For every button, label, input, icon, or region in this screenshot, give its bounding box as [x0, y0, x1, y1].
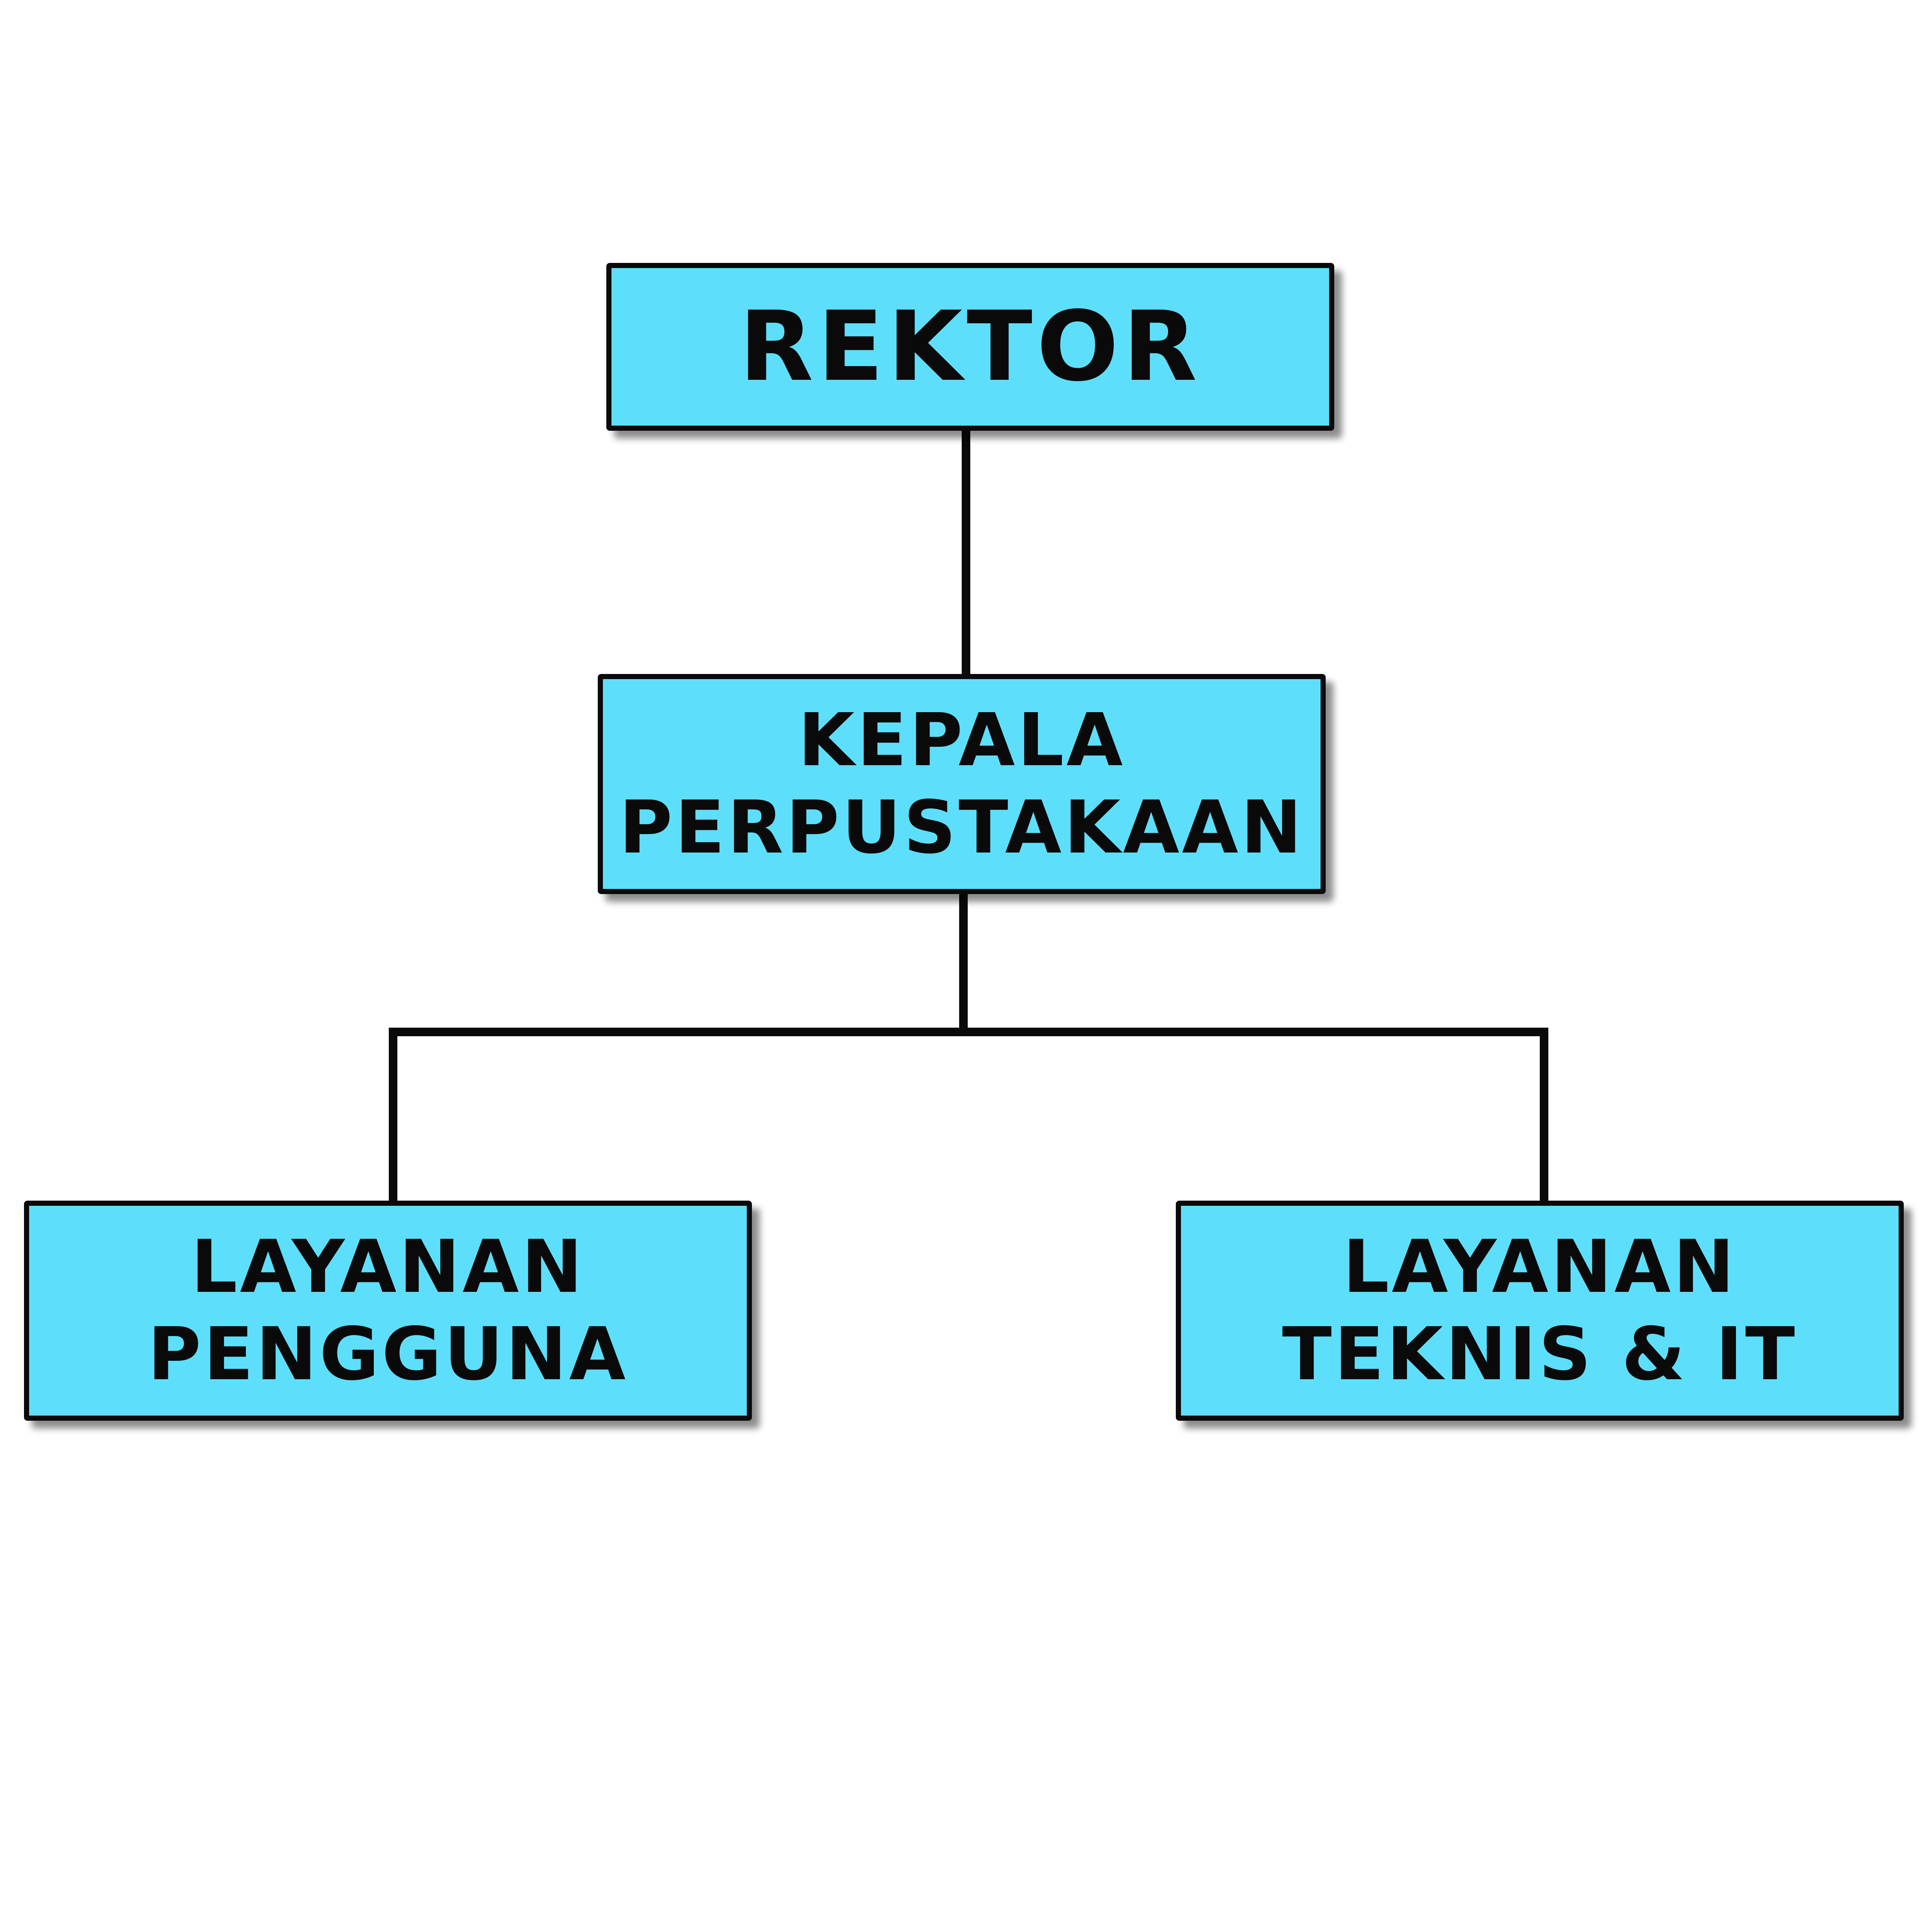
- layanan-teknis-it-label: LAYANAN TEKNIS & IT: [1282, 1223, 1798, 1398]
- rektor-label: REKTOR: [739, 289, 1201, 405]
- kepala-perpustakaan-box: KEPALA PERPUSTAKAAN: [598, 674, 1326, 894]
- kepala-perpustakaan-label: KEPALA PERPUSTAKAAN: [619, 697, 1304, 871]
- connector-junction-branches: [389, 1028, 1548, 1203]
- teknis-label-line-1: LAYANAN: [1342, 1225, 1737, 1309]
- kepala-label-line-2: PERPUSTAKAAN: [619, 785, 1305, 870]
- pengguna-label-line-2: PENGGUNA: [148, 1312, 628, 1397]
- rektor-label-line-1: REKTOR: [739, 291, 1202, 403]
- layanan-pengguna-label: LAYANAN PENGGUNA: [148, 1223, 628, 1398]
- teknis-label-line-2: TEKNIS & IT: [1282, 1312, 1798, 1397]
- rektor-box: REKTOR: [606, 263, 1334, 431]
- pengguna-label-line-1: LAYANAN: [191, 1225, 585, 1309]
- layanan-teknis-it-box: LAYANAN TEKNIS & IT: [1176, 1201, 1904, 1421]
- kepala-label-line-1: KEPALA: [798, 698, 1126, 783]
- layanan-pengguna-box: LAYANAN PENGGUNA: [24, 1201, 752, 1421]
